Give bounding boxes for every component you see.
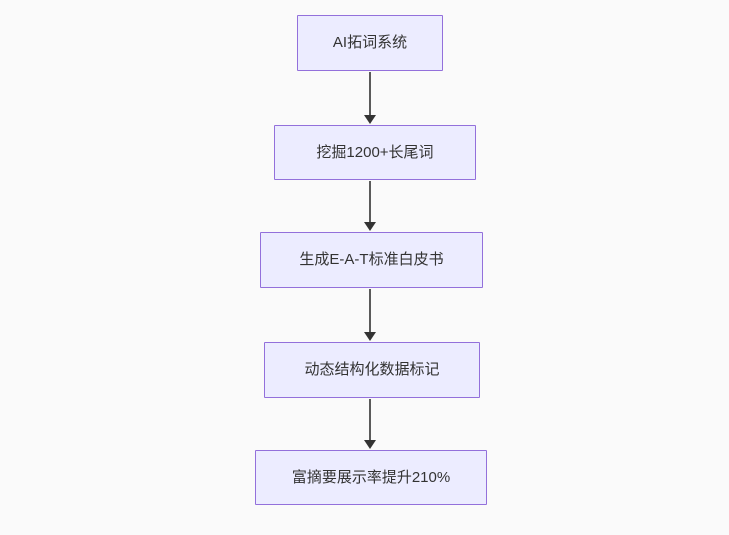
arrow-line (369, 72, 371, 115)
arrowhead-down-icon (364, 222, 376, 231)
node-label: AI拓词系统 (332, 34, 408, 51)
node-label: 生成E-A-T标准白皮书 (299, 251, 444, 268)
arrowhead-down-icon (364, 115, 376, 124)
arrow-line (369, 289, 371, 332)
arrowhead-down-icon (364, 440, 376, 449)
arrow-line (369, 399, 371, 440)
node-label: 动态结构化数据标记 (304, 361, 440, 378)
arrow-connector (362, 399, 378, 449)
flowchart-node-ai-system: AI拓词系统 (297, 15, 443, 71)
flowchart-node-rich-snippet-result: 富摘要展示率提升210% (255, 450, 487, 505)
flowchart-node-structured-data: 动态结构化数据标记 (264, 342, 480, 398)
arrow-line (369, 181, 371, 222)
arrowhead-down-icon (364, 332, 376, 341)
node-label: 挖掘1200+长尾词 (316, 143, 434, 161)
arrow-connector (362, 181, 378, 231)
flowchart-node-eat-whitepaper: 生成E-A-T标准白皮书 (260, 232, 483, 288)
flowchart-node-longtail-keywords: 挖掘1200+长尾词 (274, 125, 476, 180)
node-label: 富摘要展示率提升210% (291, 468, 451, 486)
arrow-connector (362, 289, 378, 341)
arrow-connector (362, 72, 378, 124)
